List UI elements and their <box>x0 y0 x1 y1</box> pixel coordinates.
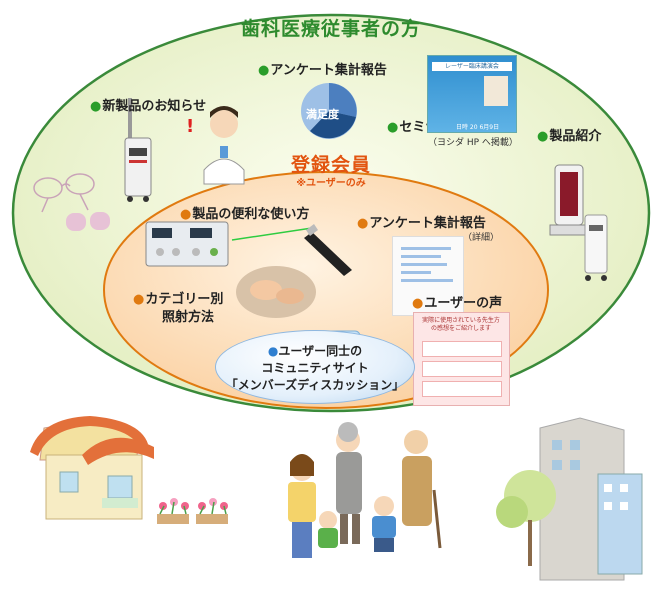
member-title: 登録会員 <box>0 150 662 177</box>
product-intro-item: ●製品紹介 <box>537 125 601 144</box>
category-label-1: カテゴリー別 <box>145 292 223 307</box>
community-line3: 「メンバーズディスカッション」 <box>225 377 405 394</box>
bullet-icon: ● <box>537 129 548 144</box>
pie-label: 満足度 <box>306 106 339 122</box>
member-note: ※ユーザーのみ <box>0 174 662 189</box>
category-item: ●カテゴリー別 <box>133 288 223 307</box>
product-intro-label: 製品紹介 <box>549 129 601 144</box>
seminar-note: （ヨシダ HP へ掲載） <box>428 135 518 148</box>
voice-doc-heading: 実際に使用されている先生方の感想をご紹介します <box>420 317 502 333</box>
usage-tips-label: 製品の便利な使い方 <box>192 207 309 222</box>
bullet-icon: ● <box>268 344 278 358</box>
control-panel-illustration <box>146 222 228 266</box>
survey-detail-label: アンケート集計報告 <box>369 216 485 231</box>
new-products-item: ●新製品のお知らせ <box>90 95 206 114</box>
survey-detail-item: ●アンケート集計報告 <box>357 212 486 231</box>
bullet-icon: ● <box>133 292 144 307</box>
bullet-icon: ● <box>357 216 368 231</box>
survey-report-item: ●アンケート集計報告 <box>258 59 387 78</box>
poster-date: 日時 20 6月9日 <box>456 122 499 131</box>
new-products-label: 新製品のお知らせ <box>102 99 206 114</box>
bullet-icon: ● <box>180 207 191 222</box>
user-voice-label: ユーザーの声 <box>424 296 502 311</box>
community-text: ●ユーザー同士の コミュニティサイト 「メンバーズディスカッション」 <box>225 343 405 394</box>
family-illustration <box>288 422 440 558</box>
category-label-2: 照射方法 <box>162 306 214 325</box>
flower-box-illustration <box>157 498 228 524</box>
bullet-icon: ● <box>258 63 269 78</box>
poster-title: レーザー臨床講演会 <box>432 62 512 71</box>
user-voice-document: 実際に使用されている先生方の感想をご紹介します <box>413 312 510 406</box>
speaker-photo <box>484 76 508 106</box>
seminar-poster: レーザー臨床講演会 日時 20 6月9日 <box>427 55 517 133</box>
community-line2: コミュニティサイト <box>225 360 405 377</box>
bullet-icon: ● <box>412 296 423 311</box>
procedure-photo <box>236 266 316 318</box>
page-title: 歯科医療従事者の方 <box>0 14 662 41</box>
community-line1: ユーザー同士の <box>278 344 362 358</box>
user-voice-item: ●ユーザーの声 <box>412 292 502 311</box>
buildings-illustration <box>496 418 642 580</box>
survey-detail-note: （詳細） <box>463 230 499 243</box>
svg-text:!: ! <box>186 116 194 137</box>
house-illustration <box>30 416 154 519</box>
usage-tips-item: ●製品の便利な使い方 <box>180 203 309 222</box>
bullet-icon: ● <box>387 120 398 135</box>
survey-report-label: アンケート集計報告 <box>270 63 386 78</box>
bullet-icon: ● <box>90 99 101 114</box>
